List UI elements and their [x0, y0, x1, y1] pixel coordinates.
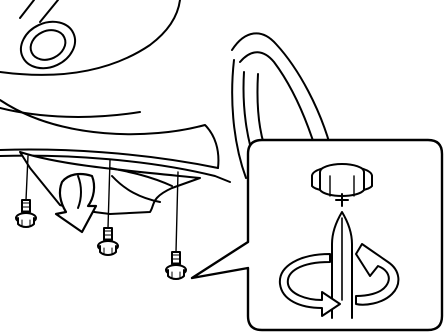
body-detail-line	[20, 0, 34, 18]
pull-down-arrow	[56, 174, 96, 232]
wheel-arch-inner	[240, 52, 316, 150]
detail-callout	[192, 140, 442, 330]
fog-lamp	[13, 13, 82, 77]
fog-lamp-inner	[26, 25, 70, 66]
body-detail-line	[40, 0, 58, 22]
fog-lamp-outer	[13, 13, 82, 77]
pull-down-arrow-shape	[56, 174, 96, 232]
